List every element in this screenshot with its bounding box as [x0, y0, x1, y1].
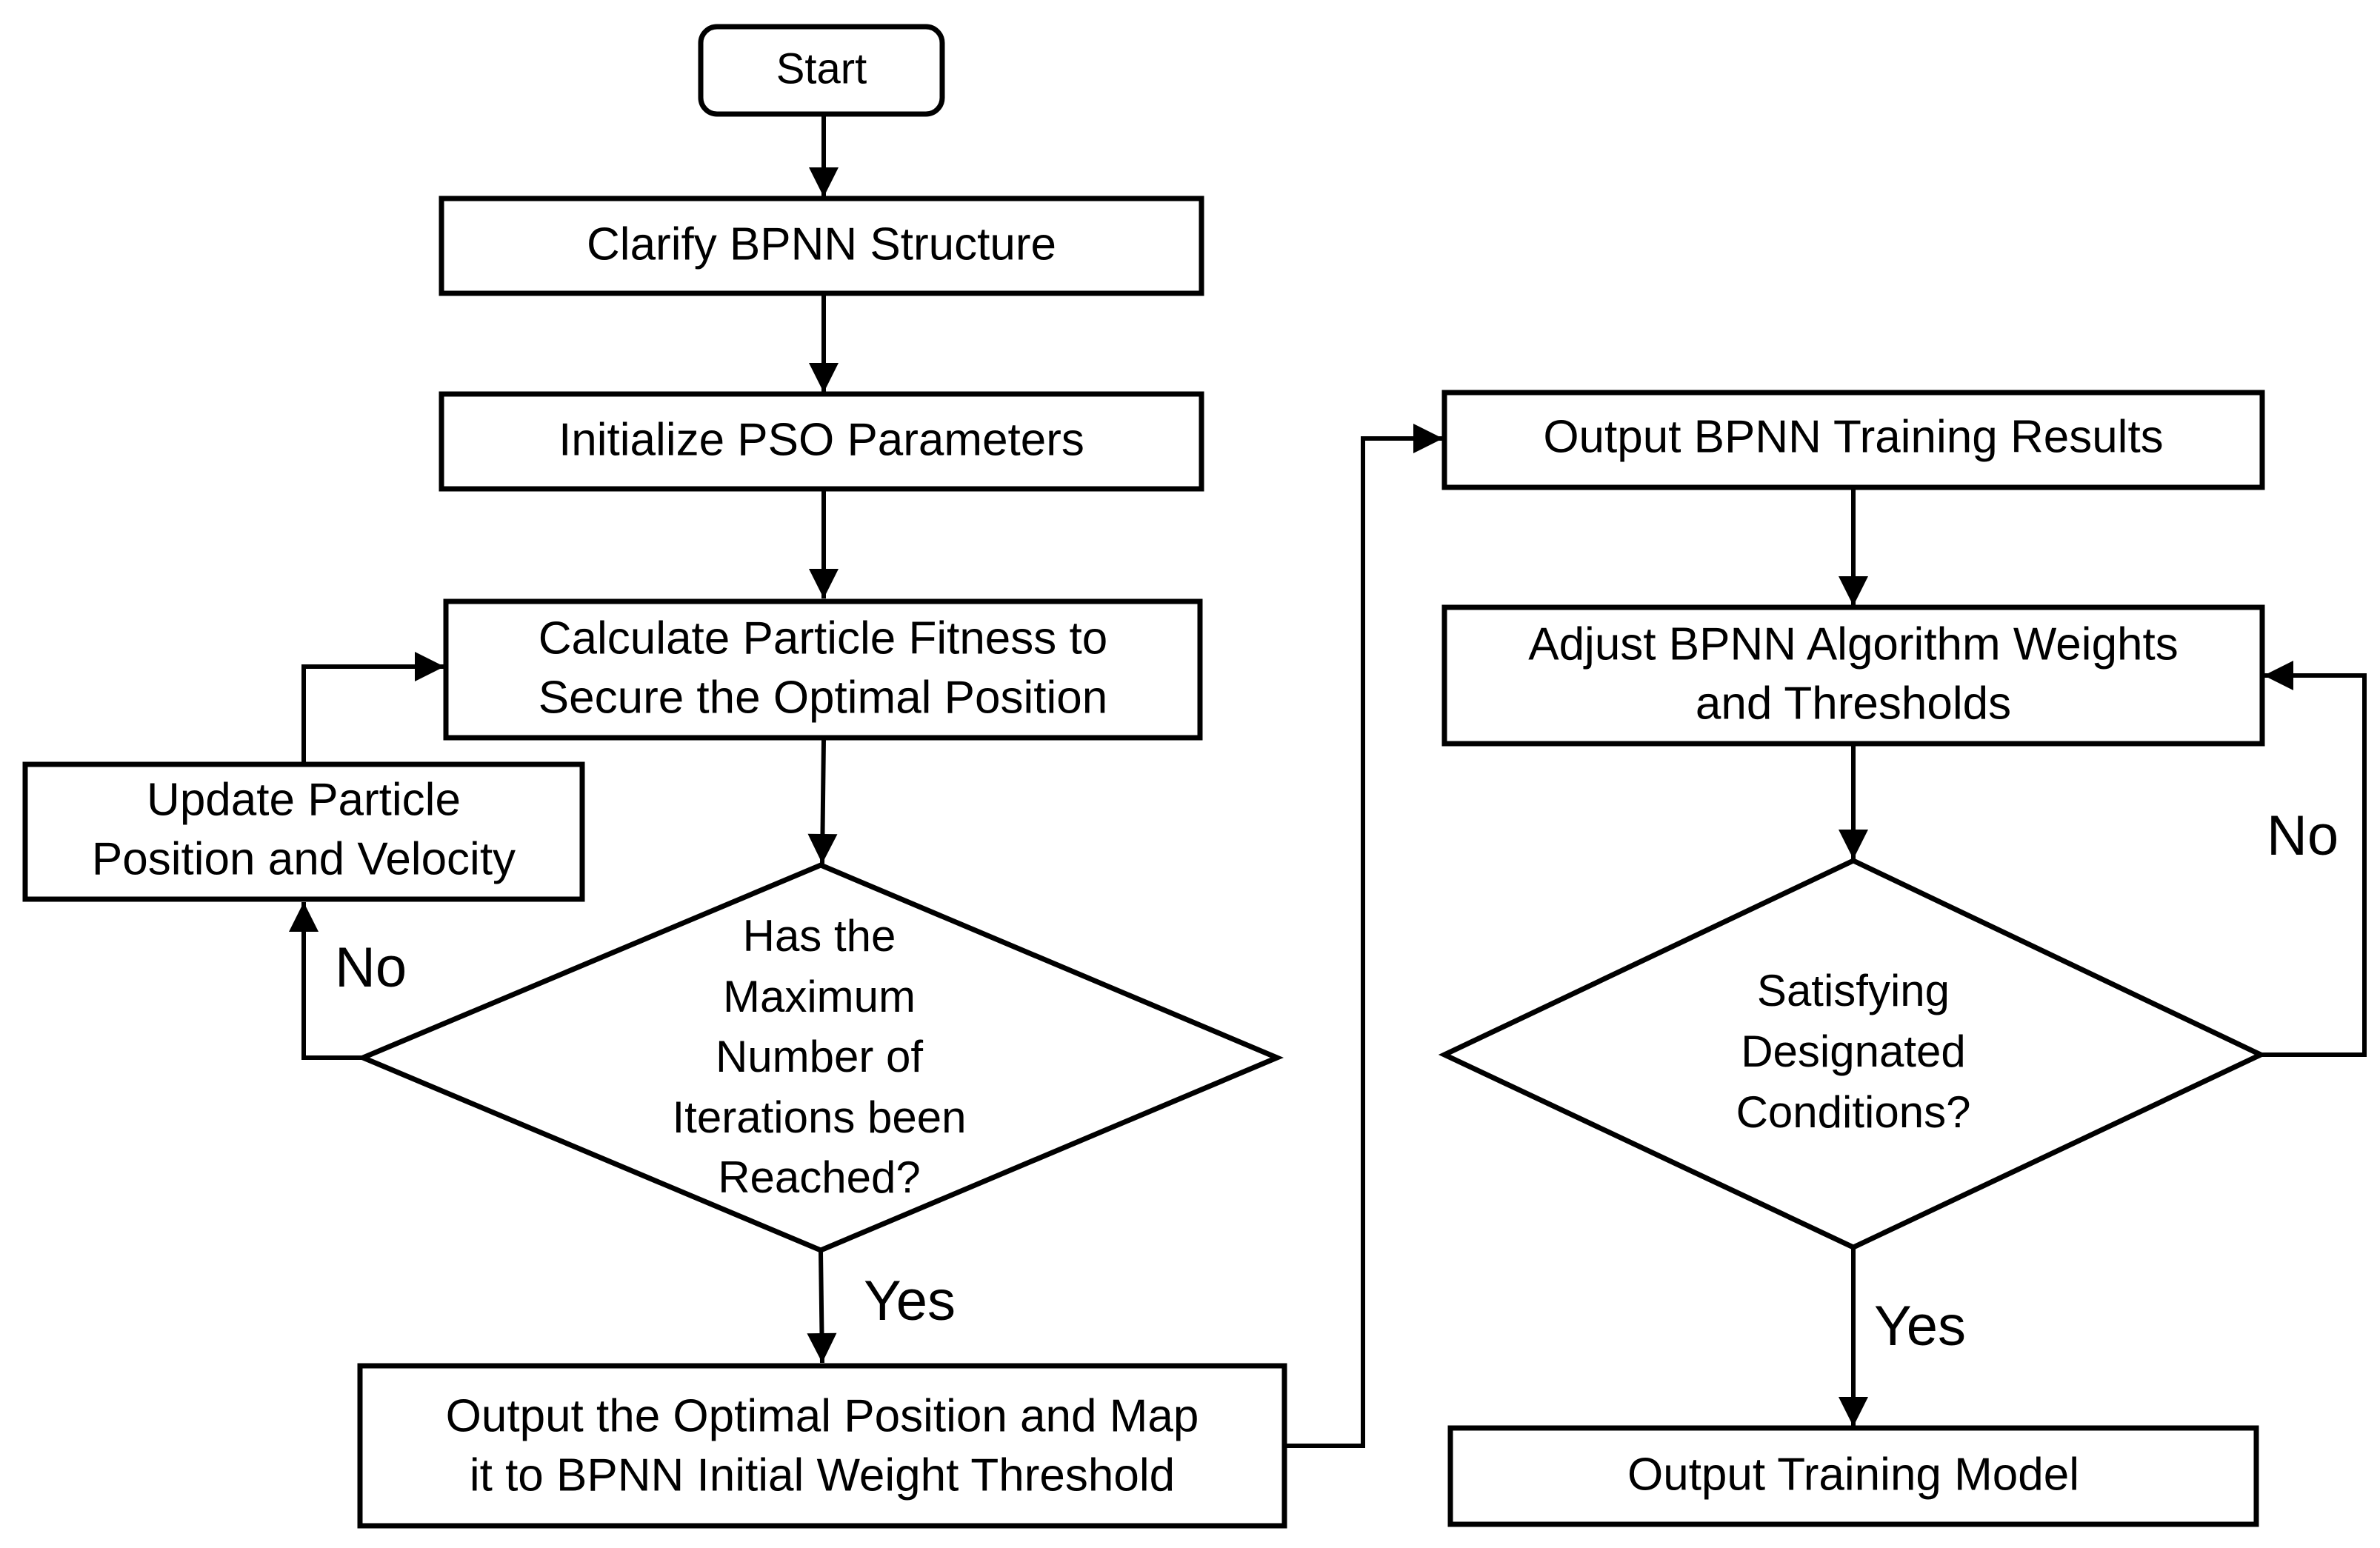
- edge-decision-to-update: [289, 902, 363, 1060]
- start-node: Start: [698, 24, 945, 117]
- init-pso-node: Initialize PSO Parameters: [439, 391, 1204, 492]
- adjust-weights-node: Adjust BPNN Algorithm Weights and Thresh…: [1441, 604, 2265, 747]
- max-iterations-line-2: Maximum: [723, 972, 916, 1021]
- satisfy-conditions-line-2: Designated: [1741, 1027, 1966, 1076]
- max-iterations-line-5: Reached?: [718, 1152, 921, 1202]
- edge-satisfy-to-adjust: [2261, 661, 2367, 1057]
- edge-decision-to-output-optimal: [807, 1251, 837, 1364]
- right-yes-label: Yes: [1874, 1295, 1966, 1358]
- output-bpnn-results-label: Output BPNN Training Results: [1543, 411, 2163, 462]
- clarify-structure-node: Clarify BPNN Structure: [439, 196, 1204, 296]
- satisfy-conditions-line-3: Conditions?: [1736, 1087, 1971, 1137]
- edge-update-to-fitness: [301, 652, 444, 763]
- calc-fitness-line-2: Secure the Optimal Position: [539, 672, 1108, 723]
- satisfy-conditions-line-1: Satisfying: [1757, 966, 1950, 1015]
- left-no-label: No: [335, 936, 407, 999]
- output-optimal-line-2: it to BPNN Initial Weight Threshold: [470, 1449, 1175, 1501]
- edge-output-optimal-to-bpnn-results: [1284, 424, 1443, 1448]
- max-iterations-decision: Has the Maximum Number of Iterations bee…: [356, 862, 1284, 1253]
- adjust-weights-line-2: and Thresholds: [1696, 678, 2011, 729]
- calc-fitness-node: Calculate Particle Fitness to Secure the…: [443, 598, 1203, 741]
- output-training-model-node: Output Training Model: [1447, 1425, 2259, 1527]
- update-particle-line-2: Position and Velocity: [92, 833, 516, 884]
- max-iterations-line-4: Iterations been: [673, 1092, 967, 1142]
- right-no-label: No: [2267, 804, 2339, 867]
- max-iterations-line-3: Number of: [716, 1032, 923, 1081]
- output-training-model-label: Output Training Model: [1627, 1449, 2079, 1500]
- update-particle-line-1: Update Particle: [147, 774, 461, 825]
- output-bpnn-results-node: Output BPNN Training Results: [1441, 390, 2265, 490]
- clarify-structure-label: Clarify BPNN Structure: [587, 218, 1056, 270]
- edge-fitness-to-decision: [807, 738, 838, 864]
- calc-fitness-line-1: Calculate Particle Fitness to: [539, 613, 1107, 664]
- max-iterations-line-1: Has the: [743, 911, 896, 961]
- init-pso-label: Initialize PSO Parameters: [559, 414, 1084, 465]
- adjust-weights-line-1: Adjust BPNN Algorithm Weights: [1528, 618, 2179, 670]
- start-label: Start: [776, 44, 867, 93]
- update-particle-node: Update Particle Position and Velocity: [22, 761, 585, 902]
- satisfy-conditions-decision: Satisfying Designated Conditions?: [1438, 858, 2267, 1250]
- left-yes-label: Yes: [864, 1270, 956, 1332]
- output-optimal-line-1: Output the Optimal Position and Map: [446, 1390, 1199, 1441]
- output-optimal-node: Output the Optimal Position and Map it t…: [357, 1363, 1287, 1529]
